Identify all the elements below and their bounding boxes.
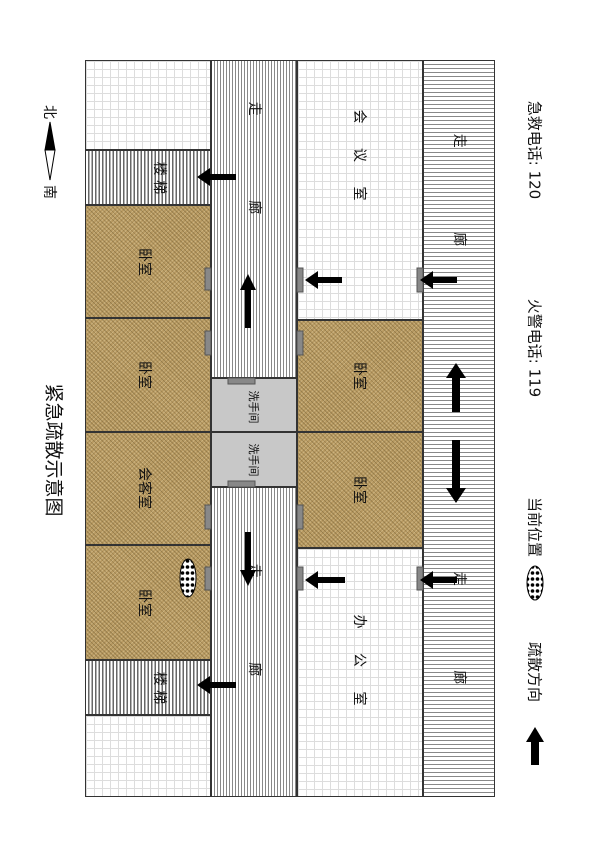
door [296, 267, 304, 293]
door [296, 330, 304, 356]
evacuation-arrows [197, 168, 544, 765]
corridor-2 [423, 60, 495, 797]
bedroom-1 [85, 205, 211, 318]
arrow-left-icon [197, 676, 236, 694]
doors [204, 267, 424, 591]
arrow-down-icon [446, 440, 466, 503]
door [204, 330, 212, 356]
door [204, 267, 212, 291]
door [204, 504, 212, 530]
arrow-down-icon [240, 532, 256, 586]
legend-location-icon [526, 565, 544, 601]
arrow-left-icon [197, 168, 236, 186]
stair-bottom [85, 660, 211, 715]
meeting-room [297, 60, 423, 320]
arrow-left-icon [305, 571, 345, 589]
blank-area-top [85, 60, 211, 150]
arrow-up-icon [446, 363, 466, 412]
corridor-1-top [211, 60, 297, 378]
legend-arrow-icon [526, 727, 544, 765]
office [297, 548, 423, 797]
bedroom-2 [85, 318, 211, 432]
compass-icon [44, 121, 56, 181]
door [227, 480, 256, 488]
door [227, 377, 256, 385]
door [296, 504, 304, 530]
door [416, 566, 424, 591]
stair-top [85, 150, 211, 205]
bedroom-5 [297, 432, 423, 548]
washroom-2 [211, 432, 297, 487]
arrow-left-icon [305, 271, 342, 289]
blank-area-bottom [85, 715, 211, 797]
arrow-left-icon [420, 271, 457, 289]
door [296, 566, 304, 591]
bedroom-4 [297, 320, 423, 432]
current-location-icon [179, 558, 197, 598]
living-room [85, 432, 211, 545]
arrow-up-icon [240, 274, 256, 328]
arrow-left-icon [420, 571, 457, 589]
corridor-1-bottom [211, 487, 297, 797]
door [204, 566, 212, 591]
